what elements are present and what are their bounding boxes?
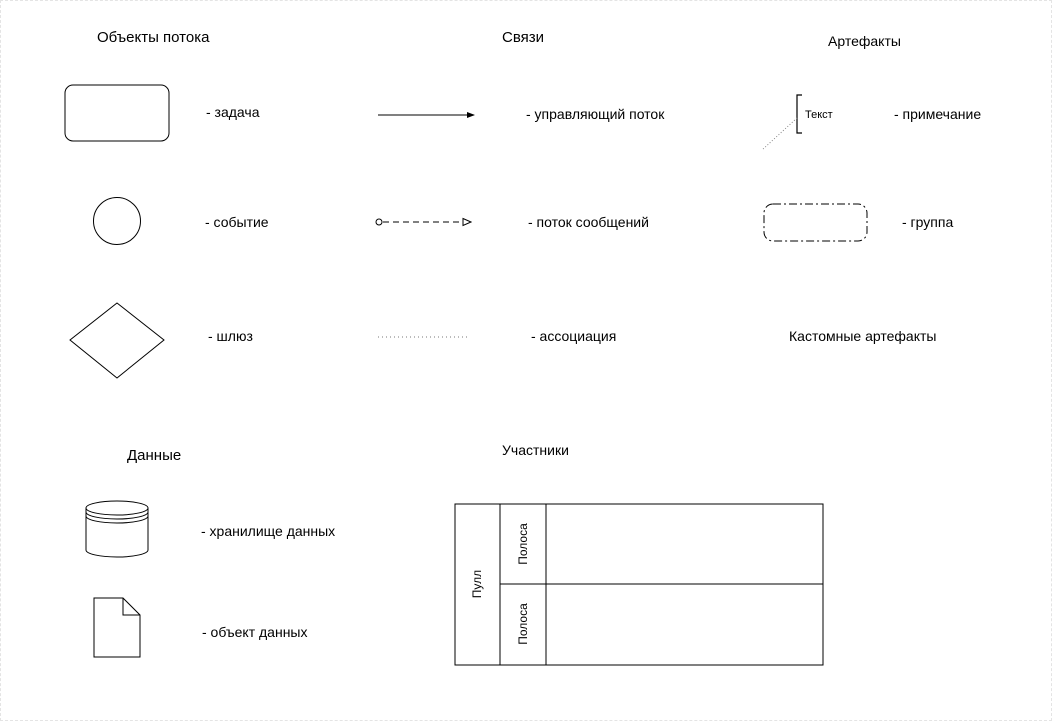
message-flow-arrow[interactable] — [375, 219, 471, 225]
heading-data: Данные — [127, 447, 182, 464]
event-label: - событие — [205, 214, 269, 230]
custom-artifacts-label: Кастомные артефакты — [789, 328, 937, 344]
data-object-label: - объект данных — [202, 624, 308, 640]
gateway-label: - шлюз — [208, 328, 253, 344]
annotation-label: - примечание — [894, 106, 982, 122]
task-shape[interactable] — [64, 84, 170, 142]
annotation-shape[interactable] — [761, 94, 802, 151]
pool-shape[interactable] — [454, 503, 824, 666]
heading-connections: Связи — [502, 29, 545, 46]
gateway-shape[interactable] — [69, 302, 165, 379]
group-shape[interactable] — [763, 203, 868, 242]
data-object-shape[interactable] — [93, 597, 141, 658]
heading-artifacts: Артефакты — [828, 33, 901, 49]
annotation-text: Текст — [805, 109, 833, 121]
heading-flow-objects: Объекты потока — [97, 29, 210, 46]
data-store-label: - хранилище данных — [201, 523, 336, 539]
event-shape[interactable] — [93, 197, 141, 245]
lane-2-label: Полоса — [516, 603, 530, 645]
data-store-shape[interactable] — [85, 500, 149, 558]
task-label: - задача — [206, 104, 260, 120]
pool-label: Пулл — [470, 569, 484, 599]
association-label: - ассоциация — [531, 328, 617, 344]
group-label: - группа — [902, 214, 954, 230]
message-flow-label: - поток сообщений — [528, 214, 649, 230]
lane-1-label: Полоса — [516, 523, 530, 565]
sequence-flow-label: - управляющий поток — [526, 106, 665, 122]
heading-participants: Участники — [502, 442, 569, 458]
